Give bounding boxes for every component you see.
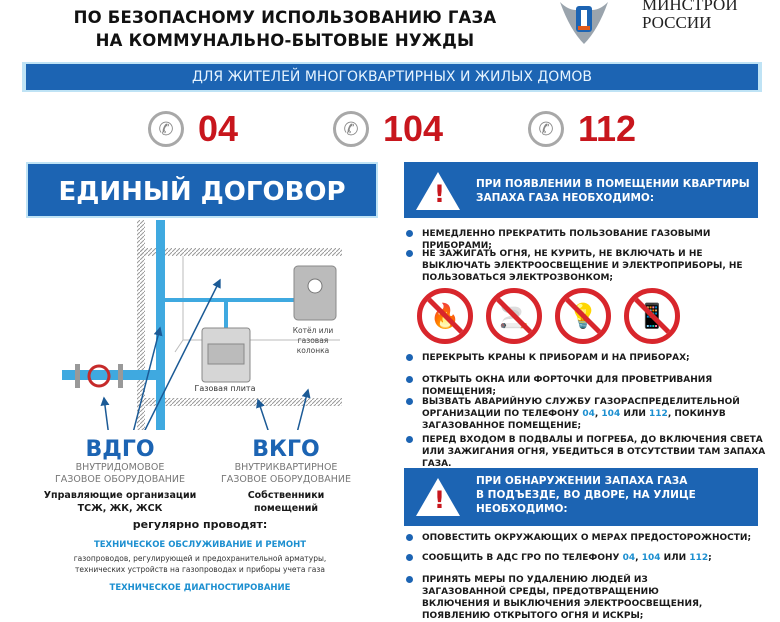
phone-number: 104 <box>383 108 444 149</box>
no-doorbell-icon: 📱 <box>624 288 680 344</box>
audience-band: ДЛЯ ЖИТЕЛЕЙ МНОГОКВАРТИРНЫХ И ЖИЛЫХ ДОМО… <box>22 62 762 92</box>
list-item: ОПОВЕСТИТЬ ОКРУЖАЮЩИХ О МЕРАХ ПРЕДОСТОРО… <box>404 532 774 544</box>
service-line-1: газопроводов, регулирующей и предохранит… <box>73 554 327 563</box>
vdgo-who-2: ТСЖ, ЖК, ЖСК <box>77 503 163 514</box>
text: ВЫЗВАТЬ АВАРИЙНУЮ СЛУЖБУ ГАЗОРАСПРЕДЕЛИТ… <box>422 397 740 419</box>
text: ; <box>708 553 712 563</box>
text: , ПОКИНУВ ЗАГАЗОВАННОЕ ПОМЕЩЕНИЕ; <box>422 409 726 431</box>
vdgo-abbr: ВДГО <box>85 437 155 462</box>
list-item: ПРИНЯТЬ МЕРЫ ПО УДАЛЕНИЮ ЛЮДЕЙ ИЗ ЗАГАЗО… <box>404 574 724 622</box>
vdgo-block: ВДГО ВНУТРИДОМОВОЕ ГАЗОВОЕ ОБОРУДОВАНИЕ … <box>40 438 200 515</box>
vkgo-desc-2: ГАЗОВОЕ ОБОРУДОВАНИЕ <box>220 474 352 485</box>
outdoor-heading-line-3: НЕОБХОДИМО: <box>476 503 568 515</box>
phone-ref: 104 <box>601 409 621 419</box>
phone-ref: 112 <box>689 553 709 563</box>
vdgo-desc-2: ГАЗОВОЕ ОБОРУДОВАНИЕ <box>54 474 186 485</box>
no-fire-icon: 🔥 <box>417 288 473 344</box>
gas-system-diagram <box>62 220 342 430</box>
phone-number: 112 <box>578 108 637 149</box>
vdgo-desc-1: ВНУТРИДОМОВОЕ <box>75 462 165 473</box>
vkgo-desc-1: ВНУТРИКВАРТИРНОЕ <box>234 462 338 473</box>
indoor-heading-line-2: ЗАПАХА ГАЗА НЕОБХОДИМО: <box>476 192 655 204</box>
outdoor-heading-line-1: ПРИ ОБНАРУЖЕНИИ ЗАПАХА ГАЗА <box>476 475 688 487</box>
outdoor-heading-line-2: В ПОДЪЕЗДЕ, ВО ДВОРЕ, НА УЛИЦЕ <box>476 489 696 501</box>
no-light-switch-icon: 💡 <box>555 288 611 344</box>
text: , <box>594 409 602 419</box>
service-title: ТЕХНИЧЕСКОЕ ОБСЛУЖИВАНИЕ И РЕМОНТ <box>93 540 307 550</box>
phone-ref: 04 <box>582 409 595 419</box>
indoor-heading-line-1: ПРИ ПОЯВЛЕНИИ В ПОМЕЩЕНИИ КВАРТИРЫ <box>476 178 750 190</box>
regular-label: регулярно проводят: <box>132 518 268 531</box>
warning-icon <box>416 478 460 516</box>
warning-icon <box>416 172 460 210</box>
list-item: НЕМЕДЛЕННО ПРЕКРАТИТЬ ПОЛЬЗОВАНИЕ ГАЗОВЫ… <box>404 228 774 252</box>
ministry-line-2: РОССИИ <box>642 13 712 32</box>
list-item: ОТКРЫТЬ ОКНА ИЛИ ФОРТОЧКИ ДЛЯ ПРОВЕТРИВА… <box>404 374 774 398</box>
phone-04: ✆ 04 <box>148 105 238 153</box>
phone-icon: ✆ <box>333 111 369 147</box>
vkgo-abbr: ВКГО <box>252 437 320 462</box>
list-item: ВЫЗВАТЬ АВАРИЙНУЮ СЛУЖБУ ГАЗОРАСПРЕДЕЛИТ… <box>404 396 774 432</box>
list-item: НЕ ЗАЖИГАТЬ ОГНЯ, НЕ КУРИТЬ, НЕ ВКЛЮЧАТЬ… <box>404 248 744 284</box>
diagnostics-title: ТЕХНИЧЕСКОЕ ДИАГНОСТИРОВАНИЕ <box>109 583 291 593</box>
audience-text: ДЛЯ ЖИТЕЛЕЙ МНОГОКВАРТИРНЫХ И ЖИЛЫХ ДОМО… <box>26 64 758 90</box>
vdgo-who-1: Управляющие организации <box>43 490 197 501</box>
phone-icon: ✆ <box>148 111 184 147</box>
list-item: СООБЩИТЬ В АДС ГРО ПО ТЕЛЕФОНУ 04, 104 И… <box>404 552 774 564</box>
phone-ref: 04 <box>622 553 636 563</box>
stove-label: Газовая плита <box>194 384 256 393</box>
phone-ref: 112 <box>649 409 668 419</box>
outdoor-gas-heading: ПРИ ОБНАРУЖЕНИИ ЗАПАХА ГАЗА В ПОДЪЕЗДЕ, … <box>404 468 758 526</box>
ministry-name: МИНСТРОЙ РОССИИ <box>642 0 738 32</box>
phone-112: ✆ 112 <box>528 105 636 153</box>
text: СООБЩИТЬ В АДС ГРО ПО ТЕЛЕФОНУ <box>422 553 623 563</box>
single-contract-heading: ЕДИНЫЙ ДОГОВОР <box>26 162 378 218</box>
no-smoking-icon: 🚬 <box>486 288 542 344</box>
text: ИЛИ <box>620 409 650 419</box>
ministry-line-1: МИНСТРОЙ <box>642 0 738 14</box>
text: ИЛИ <box>660 553 690 563</box>
indoor-gas-heading: ПРИ ПОЯВЛЕНИИ В ПОМЕЩЕНИИ КВАРТИРЫ ЗАПАХ… <box>404 162 758 218</box>
text: , <box>635 553 642 563</box>
list-item: ПЕРЕКРЫТЬ КРАНЫ К ПРИБОРАМ И НА ПРИБОРАХ… <box>404 352 774 364</box>
boiler-label: Котёл или газовая колонка <box>292 326 334 355</box>
phone-ref: 104 <box>641 553 661 563</box>
list-item: ПЕРЕД ВХОДОМ В ПОДВАЛЫ И ПОГРЕБА, ДО ВКЛ… <box>404 434 774 470</box>
phone-104: ✆ 104 <box>333 105 443 153</box>
vkgo-who-2: помещений <box>253 503 319 514</box>
title-line-2: НА КОММУНАЛЬНО-БЫТОВЫЕ НУЖДЫ <box>95 31 475 50</box>
service-line-2: технических устройств на газопроводах и … <box>75 565 325 574</box>
vkgo-block: ВКГО ВНУТРИКВАРТИРНОЕ ГАЗОВОЕ ОБОРУДОВАН… <box>206 438 366 515</box>
title-line-1: ПО БЕЗОПАСНОМУ ИСПОЛЬЗОВАНИЮ ГАЗА <box>73 8 497 27</box>
phone-number: 04 <box>198 108 239 149</box>
ministry-emblem-icon <box>556 0 612 48</box>
phone-icon: ✆ <box>528 111 564 147</box>
vkgo-who-1: Собственники <box>247 490 325 501</box>
